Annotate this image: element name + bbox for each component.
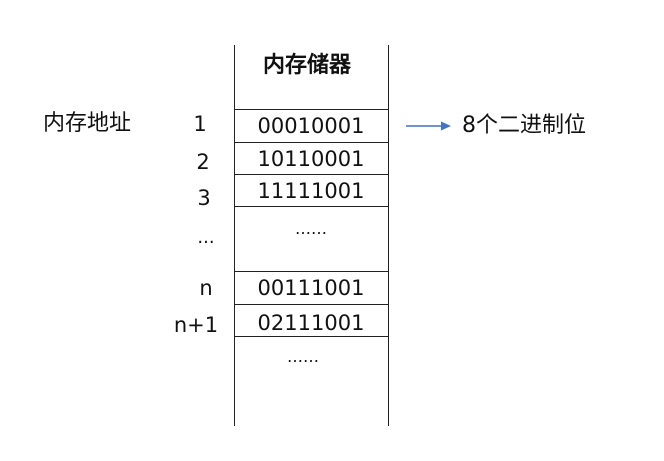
memory-column-left-border xyxy=(234,45,235,426)
address-ellipsis: ... xyxy=(197,227,215,248)
arrow-right-icon xyxy=(406,121,451,131)
memory-cell-value: 02111001 xyxy=(257,311,365,335)
address-3: 3 xyxy=(197,186,211,210)
memory-cell-trailing-ellipsis: …… xyxy=(287,347,319,366)
memory-column-right-border xyxy=(388,45,389,426)
address-n-plus-1: n+1 xyxy=(173,313,219,337)
row-divider xyxy=(234,336,389,337)
address-n: n xyxy=(199,276,213,300)
address-2: 2 xyxy=(196,150,210,174)
row-divider xyxy=(234,271,389,272)
address-1: 1 xyxy=(193,112,207,136)
row-divider xyxy=(234,142,389,143)
address-label: 内存地址 xyxy=(43,111,132,136)
memory-cell-ellipsis: …… xyxy=(295,219,327,238)
memory-cell-value: 11111001 xyxy=(257,179,365,203)
row-divider xyxy=(234,174,389,175)
memory-column-title: 内存储器 xyxy=(263,53,352,78)
memory-cell-value: 10110001 xyxy=(257,147,365,171)
row-divider xyxy=(234,304,389,305)
row-divider xyxy=(234,206,389,207)
memory-cell-value: 00010001 xyxy=(257,114,365,138)
row-divider xyxy=(234,109,389,110)
memory-cell-value: 00111001 xyxy=(257,276,365,300)
bit-width-annotation: 8个二进制位 xyxy=(462,113,586,138)
